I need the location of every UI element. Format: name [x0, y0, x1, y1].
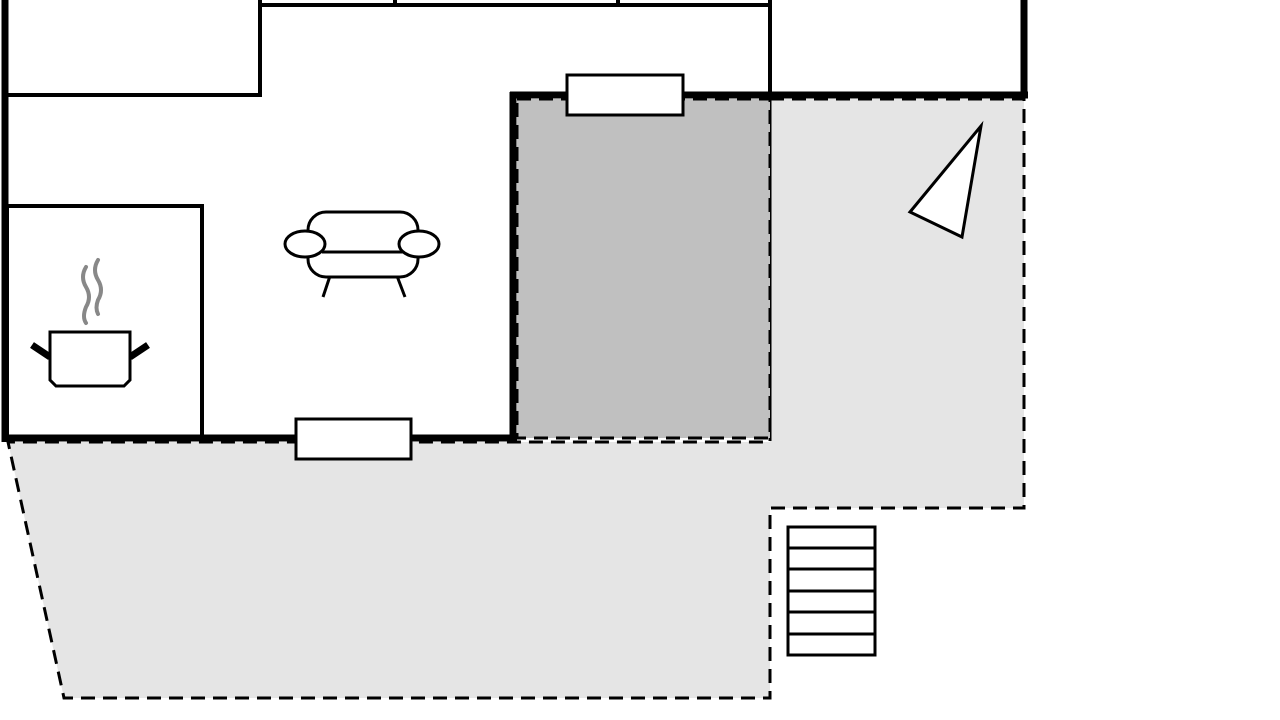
- sofa-icon: [283, 210, 441, 298]
- window-icon: [294, 417, 413, 461]
- covered-area: [515, 97, 772, 440]
- kitchen-room: [5, 204, 204, 440]
- stairs-icon: [786, 525, 877, 657]
- north-arrow-icon: [907, 120, 984, 240]
- cooking-pot-icon: [30, 258, 150, 388]
- window-icon: [565, 73, 685, 117]
